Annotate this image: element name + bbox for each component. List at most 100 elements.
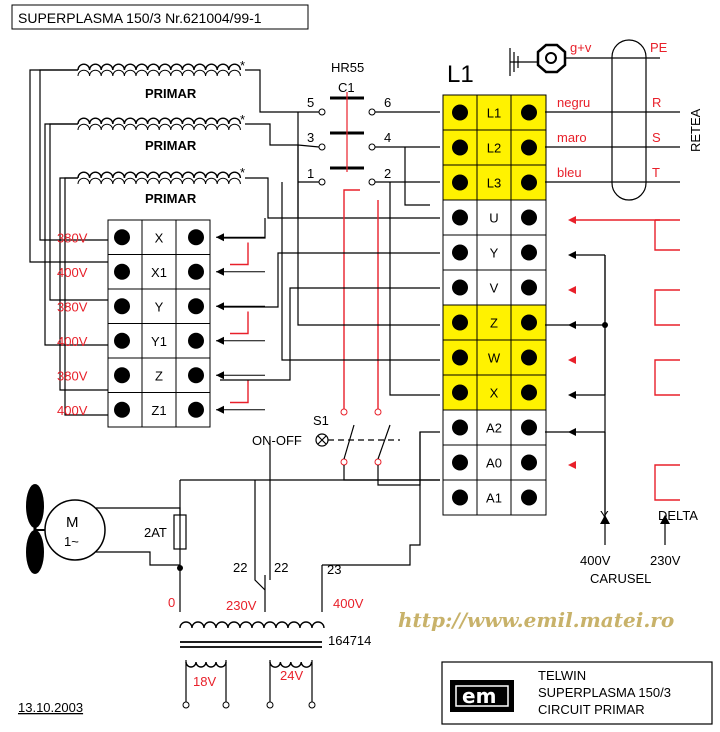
tap-arrow-head	[216, 371, 224, 380]
winding-leads	[29, 69, 440, 416]
terminal-screw-right	[521, 419, 537, 436]
tap-block-wiring	[220, 112, 440, 396]
title-line-2: SUPERPLASMA 150/3	[538, 685, 671, 700]
winding-3-dot: *	[240, 165, 245, 180]
tap-jumper	[230, 380, 249, 404]
fuse-label: 2AT	[144, 525, 167, 540]
terminal-label: L1	[487, 106, 501, 121]
terminal-label: Z	[490, 316, 498, 331]
terminal-screw-left	[452, 384, 468, 401]
carousel-delta-label: DELTA	[658, 508, 698, 523]
switch-label: ON-OFF	[252, 433, 302, 448]
website-link: http://www.emil.matei.ro	[398, 608, 674, 632]
tap-label: Z	[155, 368, 163, 383]
wire-color-bleu: bleu	[557, 165, 582, 180]
aux-tap-0: 0	[168, 595, 175, 610]
tap-arrow-head	[216, 267, 224, 276]
tap-voltage: 380V	[57, 299, 88, 314]
tap-screw-left	[114, 263, 130, 280]
title-block	[441, 661, 713, 725]
aux-secondary-24v: 24V	[280, 668, 303, 683]
winding-coil-inner-2	[77, 123, 241, 131]
terminal-screw-right	[521, 244, 537, 261]
tap-screw-left	[114, 332, 130, 349]
contactor-c1	[297, 92, 440, 186]
tap-arrow-head	[216, 233, 224, 242]
terminal-screw-right	[521, 349, 537, 366]
winding-1-dot: *	[240, 58, 245, 73]
contactor-pin-6: 6	[384, 95, 391, 110]
winding-2-dot: *	[240, 112, 245, 127]
terminal-label: A0	[486, 456, 502, 471]
carousel-y-voltage: 400V	[580, 553, 611, 568]
terminal-screw-right	[521, 139, 537, 156]
tap-jumper	[230, 242, 249, 266]
aux-primary-coil	[179, 621, 325, 629]
network-label: RETEA	[688, 108, 703, 152]
tap-screw-left	[114, 229, 130, 246]
terminal-label: W	[488, 351, 501, 366]
wire-number-22a: 22	[233, 560, 247, 575]
terminal-label: L3	[487, 176, 501, 191]
tap-voltage: 400V	[57, 403, 88, 418]
wire-color-maro: maro	[557, 130, 587, 145]
winding-coil-inner-1	[77, 69, 241, 77]
terminal-label: A2	[486, 421, 502, 436]
carousel-delta-voltage: 230V	[650, 553, 681, 568]
tap-voltage: 400V	[57, 265, 88, 280]
earth-terminal	[509, 43, 660, 76]
phase-t: T	[652, 165, 660, 180]
earth-label: g+v	[570, 40, 592, 55]
tap-arrow-head	[216, 336, 224, 345]
contactor-name: HR55	[331, 60, 364, 75]
phase-pe: PE	[650, 40, 668, 55]
tap-label: X1	[151, 265, 167, 280]
terminal-screw-left	[452, 349, 468, 366]
winding-coil-1	[77, 63, 242, 71]
aux-transformer-coils	[179, 621, 325, 668]
carousel-selector	[545, 216, 680, 545]
tap-voltage: 400V	[57, 334, 88, 349]
contactor-pin-2: 2	[384, 166, 391, 181]
winding-coil-3	[77, 171, 242, 179]
page-title: SUPERPLASMA 150/3 Nr.621004/99-1	[18, 10, 262, 26]
tap-screw-left	[114, 367, 130, 384]
tap-label: Z1	[151, 403, 166, 418]
terminal-screw-left	[452, 279, 468, 296]
tap-screw-right	[188, 367, 204, 384]
winding-coil-2	[77, 117, 242, 125]
tap-voltage: 380V	[57, 368, 88, 383]
contactor-pin-1: 1	[307, 166, 314, 181]
wire-color-negru: negru	[557, 95, 590, 110]
terminal-screw-right	[521, 384, 537, 401]
carousel-label: CARUSEL	[590, 571, 651, 586]
tap-jumper	[230, 311, 249, 335]
terminal-screw-right	[521, 489, 537, 506]
wire-number-23: 23	[327, 562, 341, 577]
carousel-y-label: Y	[600, 508, 609, 523]
terminal-screw-left	[452, 139, 468, 156]
contactor-pin-4: 4	[384, 130, 391, 145]
terminal-screw-right	[521, 454, 537, 471]
terminal-label: X	[490, 386, 499, 401]
tap-arrow-head	[216, 302, 224, 311]
tap-screw-right	[188, 298, 204, 315]
wire-number-22b: 22	[274, 560, 288, 575]
tap-screw-left	[114, 401, 130, 418]
aux-tap-230v: 230V	[226, 598, 257, 613]
winding-1-label: PRIMAR	[145, 86, 197, 101]
tap-label: Y1	[151, 334, 167, 349]
motor-letter: M	[66, 514, 79, 531]
tap-screw-right	[188, 263, 204, 280]
aux-secondary-coil-18v	[185, 661, 227, 668]
company-logo: em	[462, 684, 496, 708]
tap-arrow-head	[216, 405, 224, 414]
contactor-pin-5: 5	[307, 95, 314, 110]
terminal-screw-right	[521, 174, 537, 191]
terminal-label: L2	[487, 141, 501, 156]
fuse-2at	[173, 479, 440, 600]
terminal-screw-right	[521, 104, 537, 121]
title-line-3: CIRCUIT PRIMAR	[538, 702, 645, 717]
